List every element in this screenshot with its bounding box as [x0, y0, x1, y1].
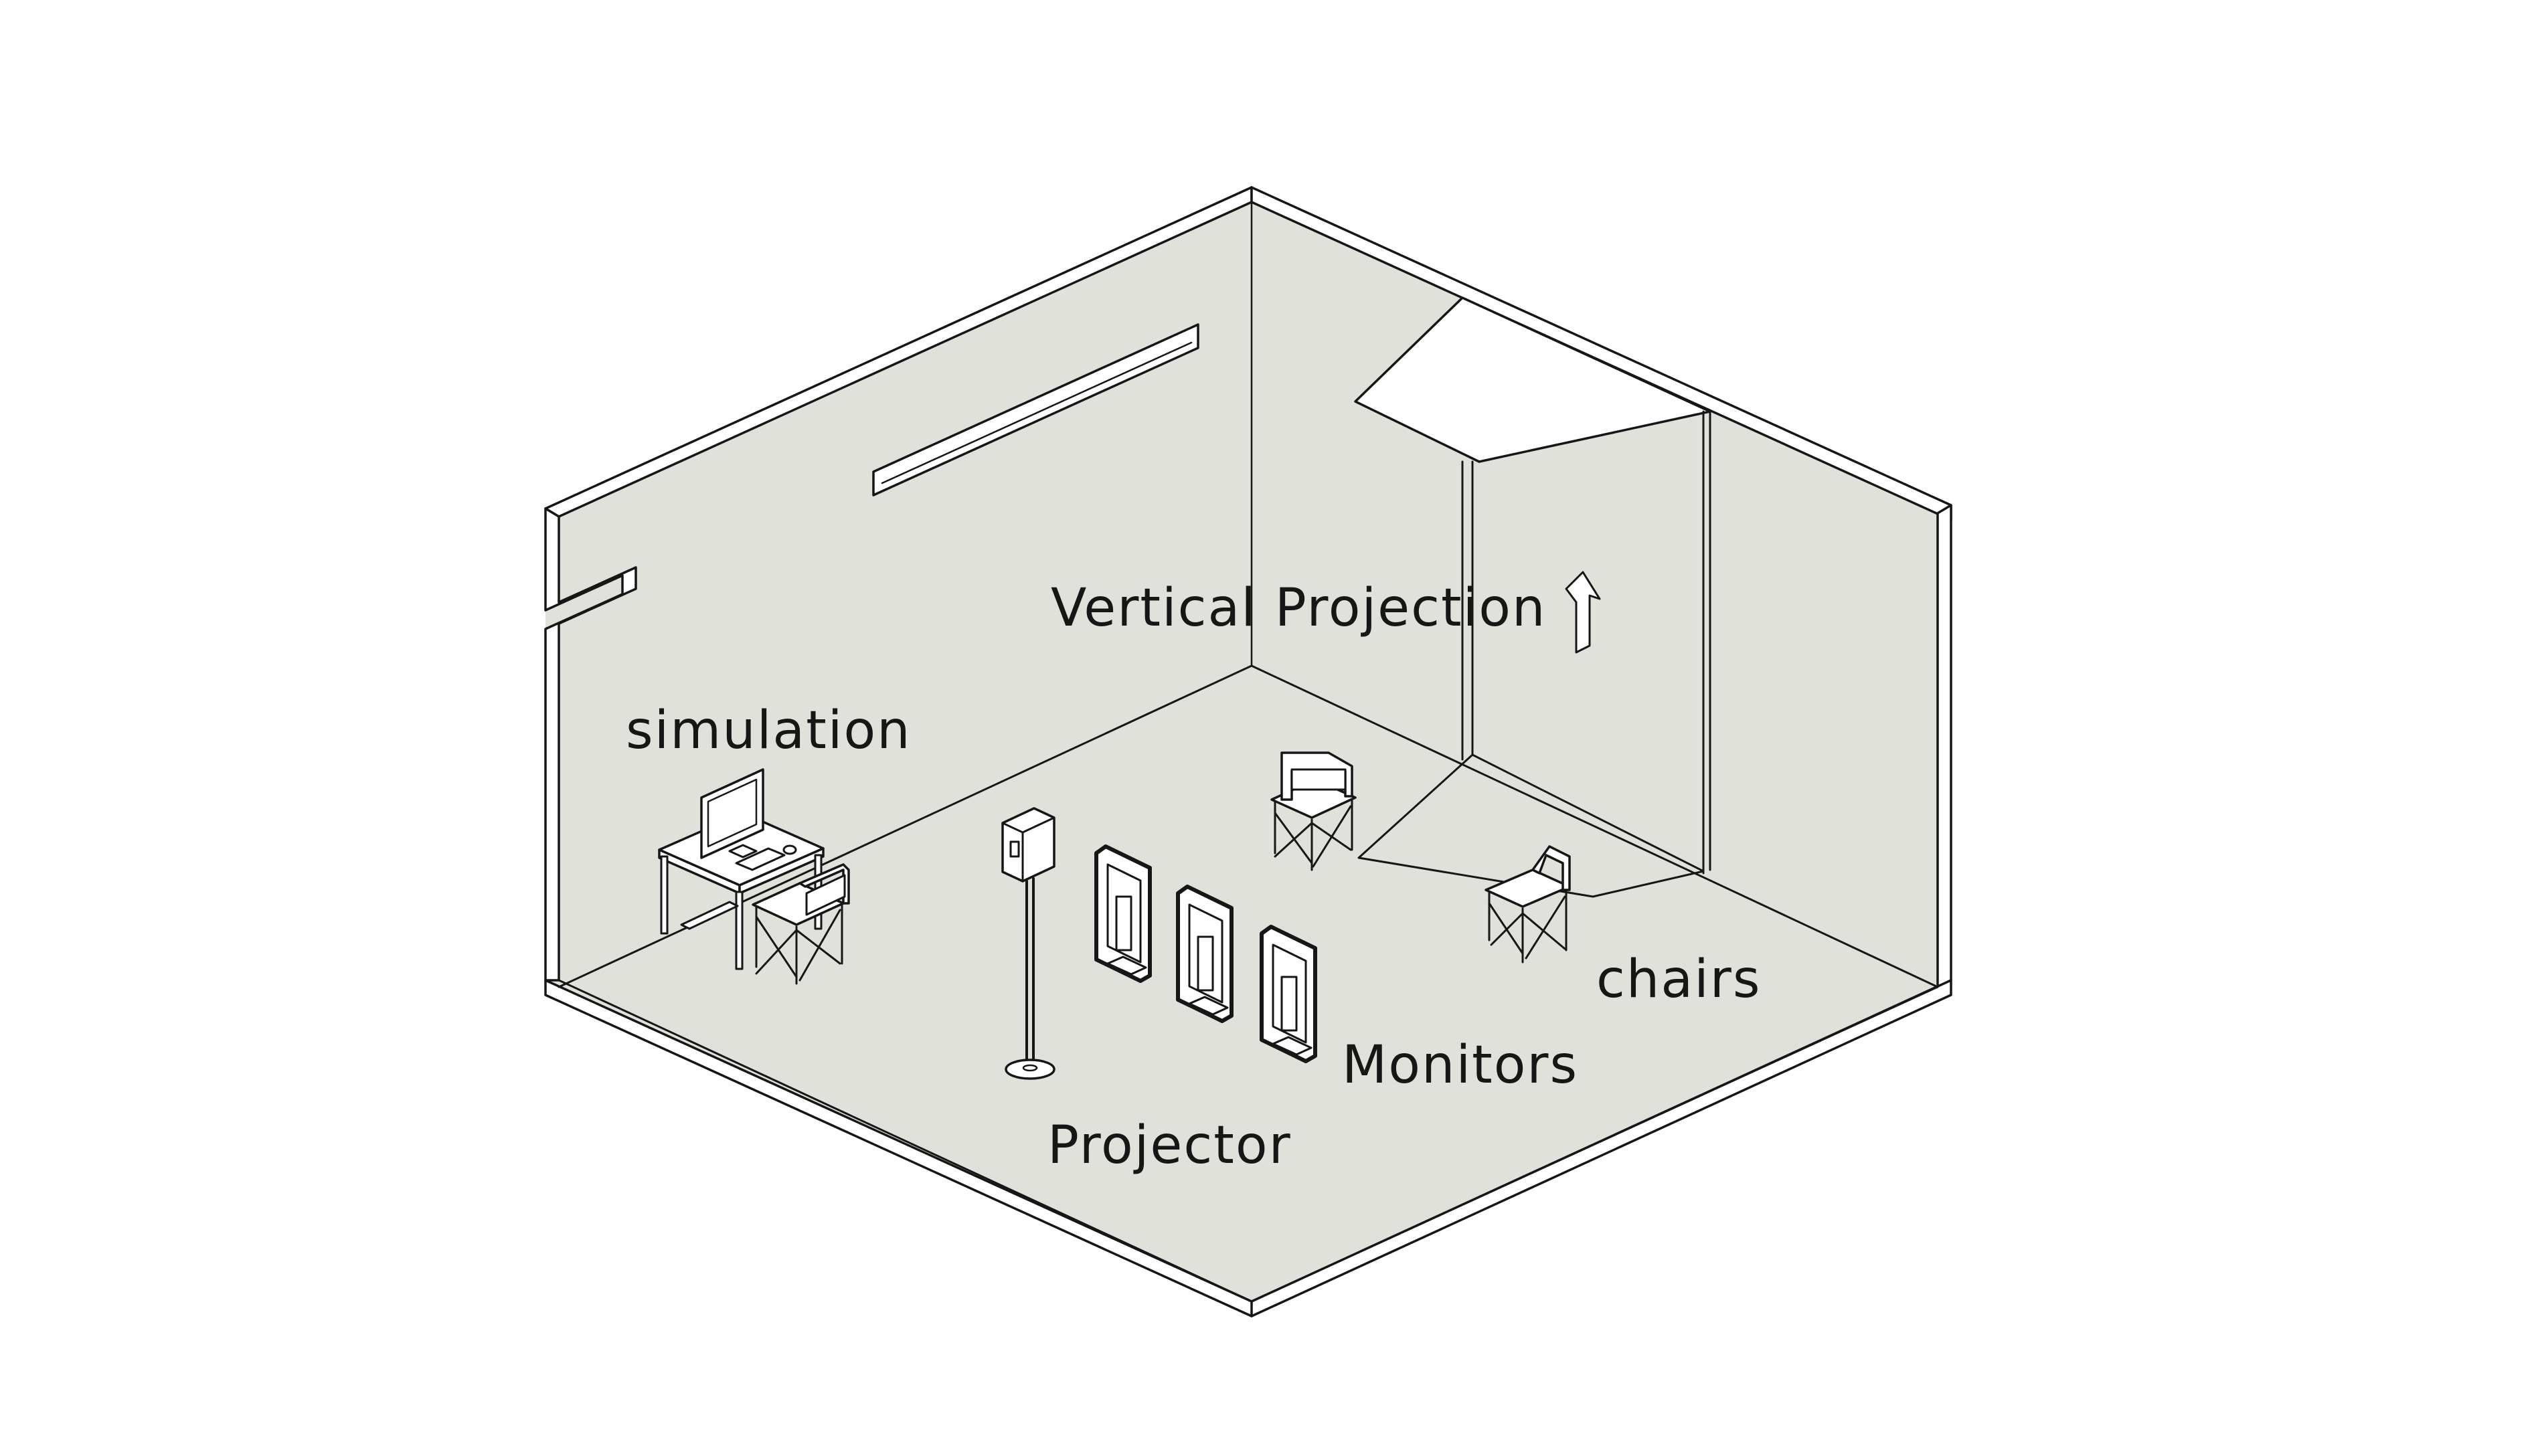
light-slot-inner	[881, 341, 1193, 484]
monitor-back-panel	[1272, 943, 1307, 1044]
projector	[1001, 807, 1055, 1080]
monitor-2	[1176, 885, 1234, 1023]
desk-leg	[660, 855, 669, 935]
monitor-foot	[1106, 955, 1147, 976]
mouse-icon	[782, 844, 797, 855]
floor-projection-area	[1357, 753, 1705, 898]
monitor-back-panel	[1188, 903, 1223, 1004]
monitor-foot	[1188, 996, 1229, 1016]
label-vertical-projection: Vertical Projection	[1051, 578, 1546, 638]
monitor-foot	[1272, 1036, 1313, 1056]
monitor-stand	[1115, 895, 1132, 951]
label-simulation: simulation	[626, 701, 912, 761]
monitor-1	[1094, 844, 1152, 983]
center-chair	[1270, 751, 1357, 871]
label-chairs: chairs	[1596, 949, 1762, 1010]
chair-back	[798, 863, 850, 905]
monitor-3	[1260, 925, 1317, 1063]
projector-stand-base	[1005, 1059, 1055, 1080]
keyboard-icon	[735, 847, 786, 871]
monitor-stand	[728, 844, 758, 858]
desk-chair	[752, 863, 850, 985]
projector-lens-icon	[1009, 840, 1020, 858]
desk-leg	[735, 891, 744, 970]
floor-front-right	[1250, 986, 1939, 1303]
power-strip-icon	[680, 901, 739, 930]
label-monitors: Monitors	[1342, 1035, 1578, 1095]
desk-side-edge	[738, 847, 825, 895]
projector-stand-foot	[1022, 1064, 1038, 1072]
chair-back	[1531, 845, 1571, 891]
room-shell	[544, 186, 1952, 1317]
monitor-stand	[1280, 976, 1298, 1032]
monitor-back-panel	[1106, 863, 1142, 964]
chair-legs	[1488, 889, 1568, 964]
chair-legs	[755, 903, 843, 985]
label-projector: Projector	[1047, 1115, 1292, 1176]
vertical-projection-screen	[1354, 296, 1711, 898]
right-wall-end	[1936, 504, 1952, 988]
monitor-stand	[1197, 935, 1214, 992]
wall-light-slot	[872, 323, 1199, 496]
chair-back-panel	[1290, 768, 1347, 791]
desk-monitor-screen	[707, 778, 758, 848]
right-chair	[1485, 845, 1571, 964]
up-arrow-icon	[1565, 571, 1601, 654]
chair-back-panel	[805, 874, 846, 916]
projector-body	[1001, 807, 1055, 883]
floor-front-left	[558, 979, 1253, 1303]
desk-monitor-icon	[700, 768, 764, 859]
chair-legs	[1274, 798, 1353, 871]
